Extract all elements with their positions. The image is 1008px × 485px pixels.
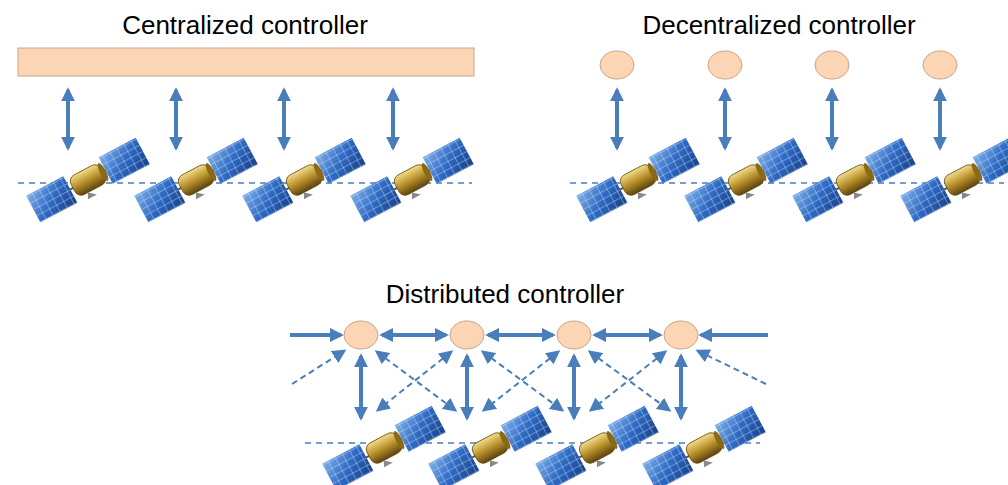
section-title: Centralized controller [122, 11, 368, 40]
section-title: Distributed controller [386, 280, 624, 309]
section-title: Decentralized controller [642, 11, 915, 40]
